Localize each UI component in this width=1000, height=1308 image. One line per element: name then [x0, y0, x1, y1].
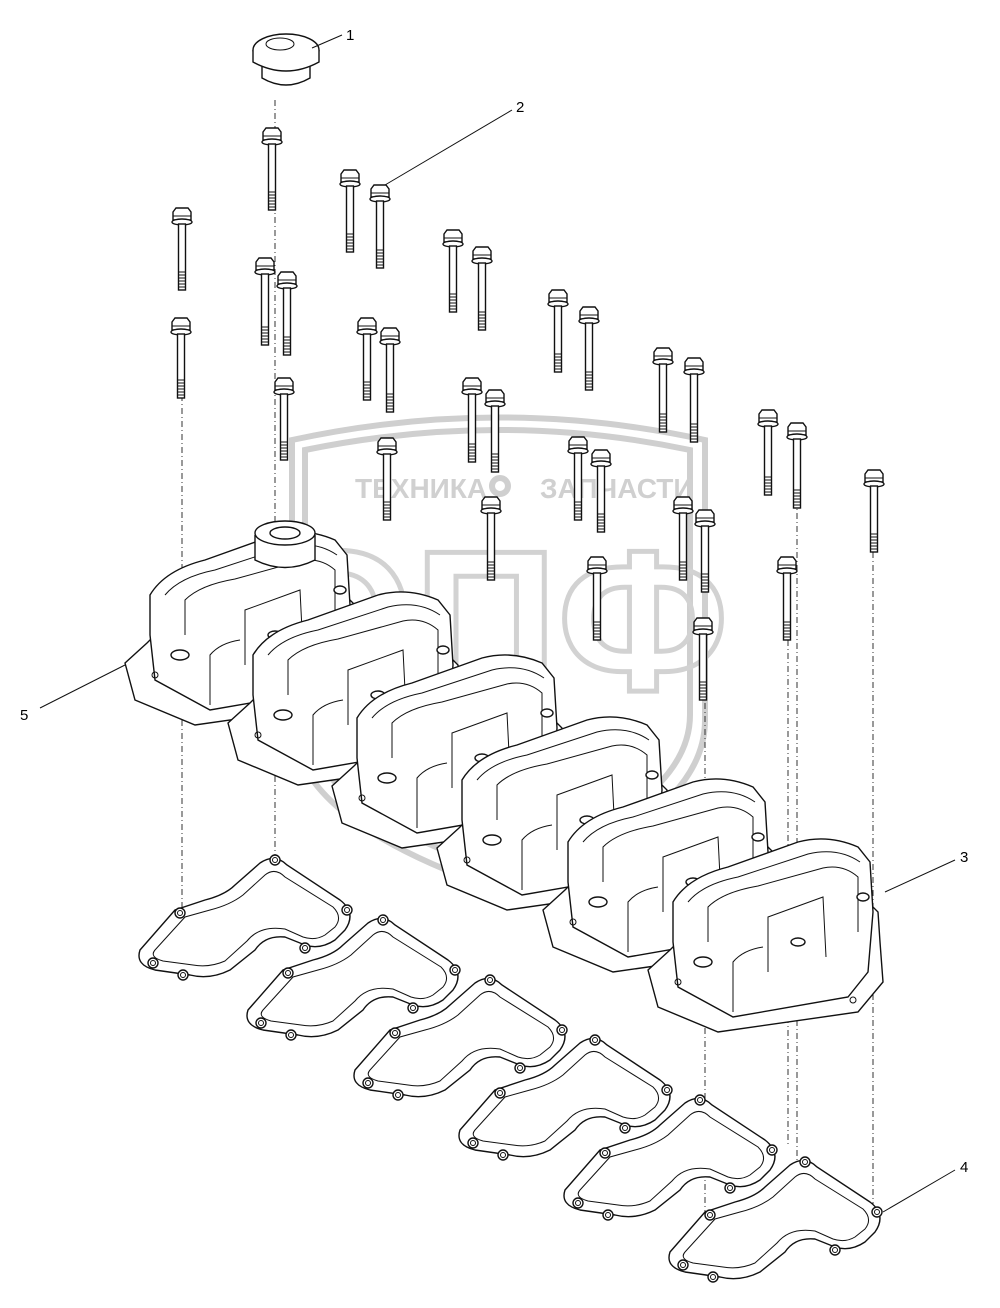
callout-label-5: 5 — [20, 707, 28, 724]
oil-filler-cap — [252, 33, 320, 86]
bolt — [339, 169, 361, 253]
bolt — [170, 317, 192, 399]
bolt — [356, 317, 378, 401]
bolt — [254, 257, 276, 346]
callout-label-2: 2 — [516, 99, 524, 116]
gasket — [353, 974, 568, 1101]
bolt — [442, 229, 464, 313]
valve-cover — [647, 838, 884, 1033]
valve-cover-group — [124, 520, 884, 1033]
bolt — [786, 422, 808, 509]
callout-label-3: 3 — [960, 849, 968, 866]
bolt — [471, 246, 493, 331]
bolt — [484, 389, 506, 473]
gasket — [138, 854, 353, 981]
watermark-text-right: ЗАПЧАСТИ — [540, 473, 693, 504]
bolt — [379, 327, 401, 413]
bolt — [547, 289, 569, 373]
callout-label-1: 1 — [346, 27, 354, 44]
callout-3: 3 — [884, 849, 968, 893]
bolt — [261, 127, 283, 211]
callout-1: 1 — [311, 27, 354, 49]
bolt — [590, 449, 612, 533]
bolt — [863, 469, 885, 553]
bolt — [480, 496, 502, 581]
bolt — [586, 556, 608, 641]
bolt — [776, 556, 798, 641]
gasket — [458, 1034, 673, 1161]
gasket-group — [138, 854, 883, 1283]
bolt — [672, 496, 694, 581]
gear-icon — [489, 475, 511, 497]
bolt-group — [170, 127, 885, 701]
bolt — [578, 306, 600, 391]
callout-2: 2 — [384, 99, 524, 186]
bolt — [171, 207, 193, 291]
bolt — [276, 271, 298, 356]
gasket — [668, 1156, 883, 1283]
bolt — [369, 184, 391, 269]
bolt — [757, 409, 779, 496]
bolt — [692, 617, 714, 701]
callout-label-4: 4 — [960, 1159, 968, 1176]
gasket — [563, 1094, 778, 1221]
bolt — [652, 347, 674, 433]
bolt — [376, 437, 398, 521]
bolt — [461, 377, 483, 463]
callout-5: 5 — [20, 664, 126, 724]
watermark-text-left: ТЕХНИКА — [355, 473, 487, 504]
bolt — [683, 357, 705, 443]
bolt — [694, 509, 716, 593]
bolt — [567, 436, 589, 521]
callout-4: 4 — [882, 1159, 968, 1213]
bolt — [273, 377, 295, 461]
gasket — [246, 914, 461, 1041]
